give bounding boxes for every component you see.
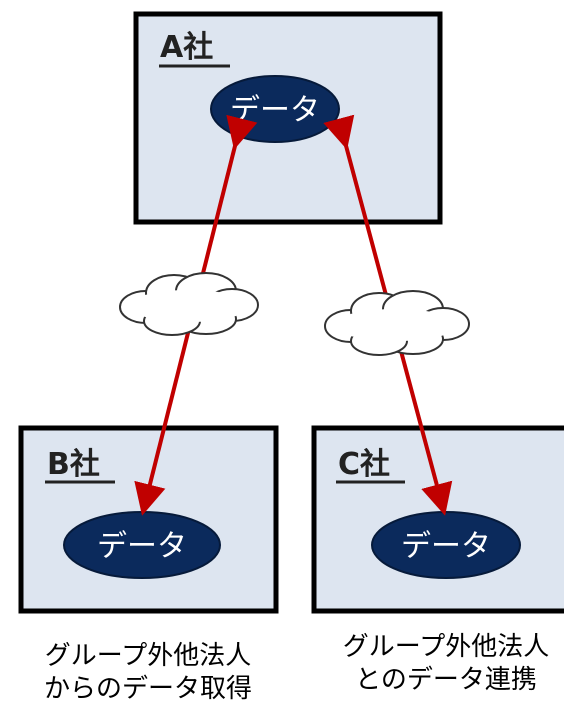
company-a-title: A社: [160, 30, 213, 65]
company-b-data-label: データ: [97, 529, 187, 564]
company-a-data-node: データ: [210, 75, 340, 143]
company-c-data-label: データ: [401, 529, 491, 564]
caption-right-line1: グループ外他法人: [343, 632, 549, 662]
caption-left-line2: からのデータ取得: [44, 674, 252, 702]
company-b-box: B社 データ: [18, 425, 279, 614]
company-a-box: A社 データ: [133, 11, 443, 225]
company-c-box: C社 データ: [311, 425, 564, 614]
company-a-data-label: データ: [230, 93, 320, 128]
cloud-icon: [324, 290, 470, 356]
company-c-title: C社: [338, 447, 390, 482]
cloud-icon: [119, 272, 259, 336]
caption-left-line1: グループ外他法人: [45, 641, 251, 671]
company-b-data-node: データ: [63, 511, 221, 579]
company-b-title: B社: [47, 447, 100, 482]
company-c-data-node: データ: [371, 511, 521, 579]
caption-right-line2: とのデータ連携: [355, 665, 537, 695]
